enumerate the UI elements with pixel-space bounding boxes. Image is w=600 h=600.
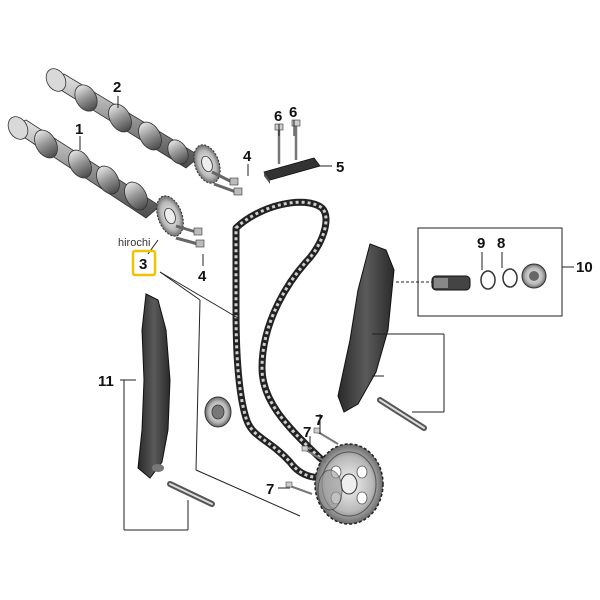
tensioner-rail-pin	[167, 481, 215, 507]
callout-6-left[interactable]: 6	[274, 108, 282, 125]
callout-7-upper[interactable]: 7	[315, 412, 323, 429]
highlight-box	[131, 249, 157, 277]
callout-4-lower[interactable]: 4	[198, 268, 207, 285]
callout-11[interactable]: 11	[98, 373, 114, 390]
sprocket-bolts-lower	[175, 224, 205, 248]
camshaft-intake	[7, 116, 161, 219]
idler-bearing	[204, 396, 232, 428]
chain-tensioner	[431, 263, 547, 291]
callout-10[interactable]: 10	[576, 259, 593, 276]
callout-1[interactable]: 1	[75, 121, 83, 138]
timing-chain	[232, 198, 340, 481]
camshaft-exhaust	[45, 68, 201, 169]
upper-guide-rail	[263, 119, 321, 184]
callout-7-middle[interactable]: 7	[303, 424, 311, 441]
tensioner-group-box	[417, 227, 563, 317]
intake-cam-sprocket	[156, 195, 184, 237]
exhaust-cam-sprocket	[193, 144, 221, 184]
tensioner-rail	[137, 293, 171, 479]
watermark-text: hirochi	[118, 237, 150, 249]
callout-7-lower[interactable]: 7	[266, 481, 274, 498]
guide-rail-right	[337, 243, 427, 431]
sprocket-bolts-upper	[211, 170, 243, 196]
crank-sprocket	[314, 443, 384, 525]
callout-3[interactable]: 3	[139, 256, 147, 273]
callout-8[interactable]: 8	[497, 235, 505, 252]
screws-7	[285, 427, 339, 495]
callout-5[interactable]: 5	[336, 159, 344, 176]
callout-2[interactable]: 2	[113, 79, 121, 96]
callout-4-upper[interactable]: 4	[243, 148, 252, 165]
callout-9[interactable]: 9	[477, 235, 485, 252]
callout-6-right[interactable]: 6	[289, 104, 297, 121]
